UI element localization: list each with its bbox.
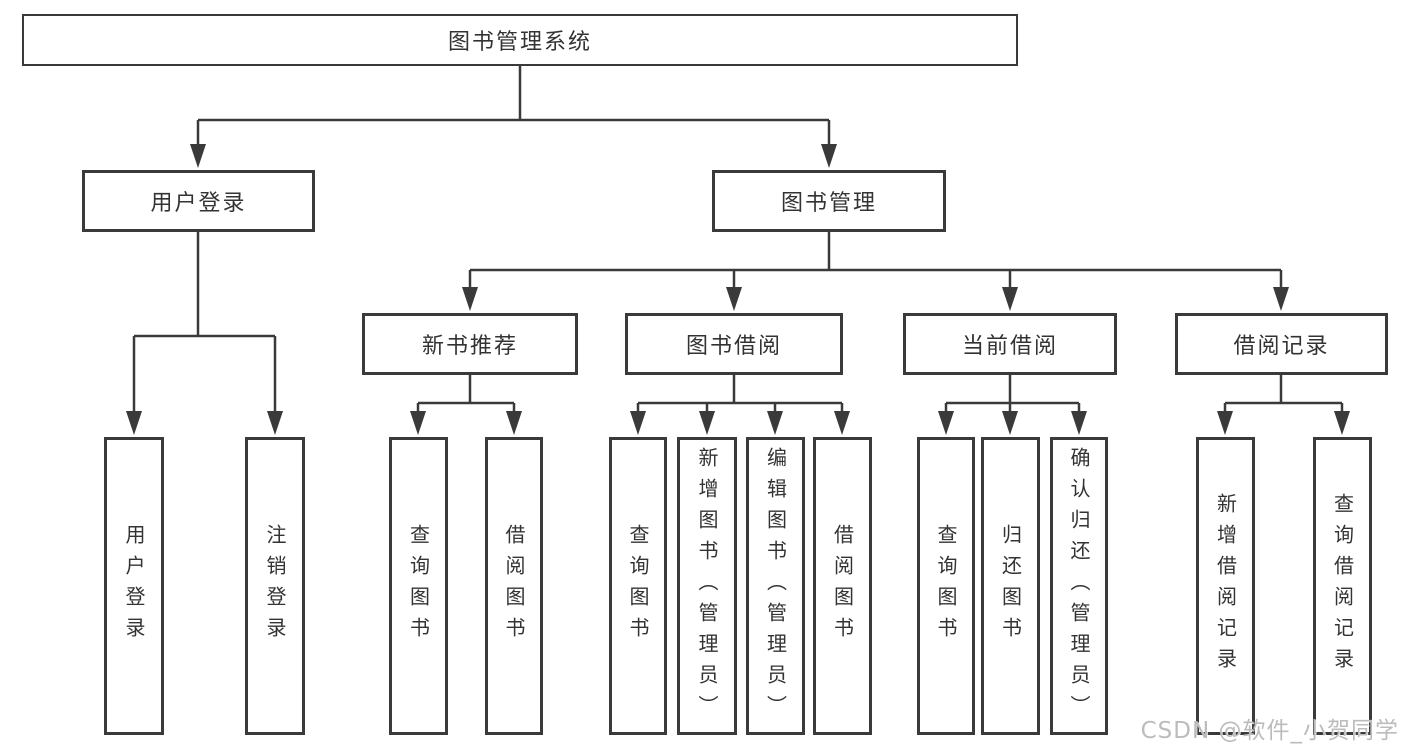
node-label: 新书推荐 bbox=[421, 334, 518, 359]
node-label: 编辑图书（管理员） bbox=[763, 446, 788, 726]
leaf-logout: 注销登录 bbox=[245, 437, 305, 735]
node-label: 借阅记录 bbox=[1233, 334, 1330, 359]
node-borrow-records: 借阅记录 bbox=[1175, 313, 1388, 375]
leaf-query-books-current: 查询图书 bbox=[917, 437, 975, 735]
node-new-book-recommend: 新书推荐 bbox=[362, 313, 578, 375]
node-library-system: 图书管理系统 bbox=[22, 14, 1018, 66]
node-label: 查询图书 bbox=[406, 524, 431, 648]
arrowhead-icons bbox=[126, 144, 1350, 435]
node-label: 查询图书 bbox=[626, 524, 650, 648]
leaf-return-book: 归还图书 bbox=[981, 437, 1040, 735]
node-label: 当前借阅 bbox=[961, 334, 1058, 359]
leaf-query-books-borrow: 查询图书 bbox=[609, 437, 667, 735]
node-label: 用户登录 bbox=[122, 524, 146, 648]
node-label: 归还图书 bbox=[998, 524, 1023, 648]
node-label: 用户登录 bbox=[150, 191, 247, 216]
leaf-query-borrow-record: 查询借阅记录 bbox=[1313, 437, 1372, 735]
leaf-add-book-admin: 新增图书（管理员） bbox=[677, 437, 737, 735]
node-label: 新增图书（管理员） bbox=[695, 446, 719, 726]
node-label: 新增借阅记录 bbox=[1213, 493, 1238, 679]
node-book-borrow: 图书借阅 bbox=[625, 313, 843, 375]
leaf-query-books-recommend: 查询图书 bbox=[389, 437, 448, 735]
node-label: 图书借阅 bbox=[685, 334, 782, 359]
leaf-add-borrow-record: 新增借阅记录 bbox=[1196, 437, 1255, 735]
node-label: 确认归还（管理员） bbox=[1067, 446, 1091, 726]
node-label: 注销登录 bbox=[263, 524, 287, 648]
node-user-login: 用户登录 bbox=[82, 170, 315, 232]
node-label: 借阅图书 bbox=[502, 524, 526, 648]
leaf-confirm-return-admin: 确认归还（管理员） bbox=[1050, 437, 1108, 735]
leaf-borrow-books: 借阅图书 bbox=[813, 437, 872, 735]
node-label: 图书管理系统 bbox=[447, 30, 592, 55]
node-label: 查询图书 bbox=[934, 524, 958, 648]
node-label: 查询借阅记录 bbox=[1330, 493, 1355, 679]
node-label: 图书管理 bbox=[780, 191, 877, 216]
node-label: 借阅图书 bbox=[830, 524, 855, 648]
leaf-user-login: 用户登录 bbox=[104, 437, 164, 735]
node-current-borrow: 当前借阅 bbox=[903, 313, 1117, 375]
leaf-borrow-books-recommend: 借阅图书 bbox=[485, 437, 543, 735]
watermark: CSDN @软件_小贺同学 bbox=[1140, 718, 1399, 744]
node-book-management: 图书管理 bbox=[712, 170, 946, 232]
leaf-edit-book-admin: 编辑图书（管理员） bbox=[746, 437, 805, 735]
